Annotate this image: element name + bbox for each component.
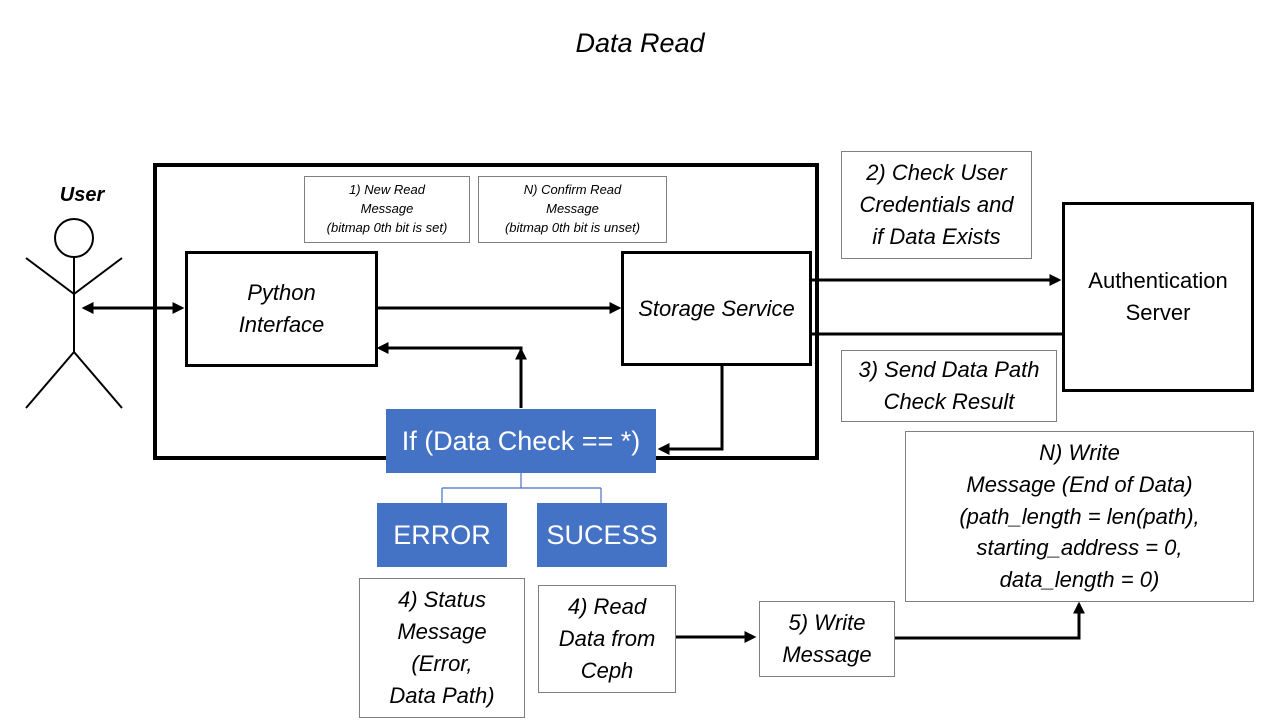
success-node: SUCESS xyxy=(537,503,667,567)
note-send-data-path: 3) Send Data Path Check Result xyxy=(841,350,1057,422)
note-write-end-of-data: N) Write Message (End of Data) (path_len… xyxy=(905,431,1254,602)
note-check-credentials: 2) Check User Credentials and if Data Ex… xyxy=(841,151,1032,259)
authentication-server-box: Authentication Server xyxy=(1062,202,1254,392)
note-read-ceph: 4) Read Data from Ceph xyxy=(538,585,676,693)
diagram-title: Data Read xyxy=(575,28,705,58)
write-to-end-arrow xyxy=(895,601,1085,640)
storage-to-decision-arrow xyxy=(657,365,724,455)
user-figure xyxy=(25,218,123,409)
error-node: ERROR xyxy=(377,503,507,567)
decision-node: If (Data Check == *) xyxy=(386,409,656,473)
storage-service-box: Storage Service xyxy=(621,251,812,366)
note-status-message: 4) Status Message (Error, Data Path) xyxy=(359,578,525,718)
note-new-read: 1) New Read Message (bitmap 0th bit is s… xyxy=(304,176,470,243)
note-confirm-read: N) Confirm Read Message (bitmap 0th bit … xyxy=(478,176,667,243)
python-interface-box: Python Interface xyxy=(185,251,378,367)
user-label: User xyxy=(59,184,105,206)
note-write-message: 5) Write Message xyxy=(759,601,895,677)
decision-tree-connector xyxy=(441,473,602,503)
